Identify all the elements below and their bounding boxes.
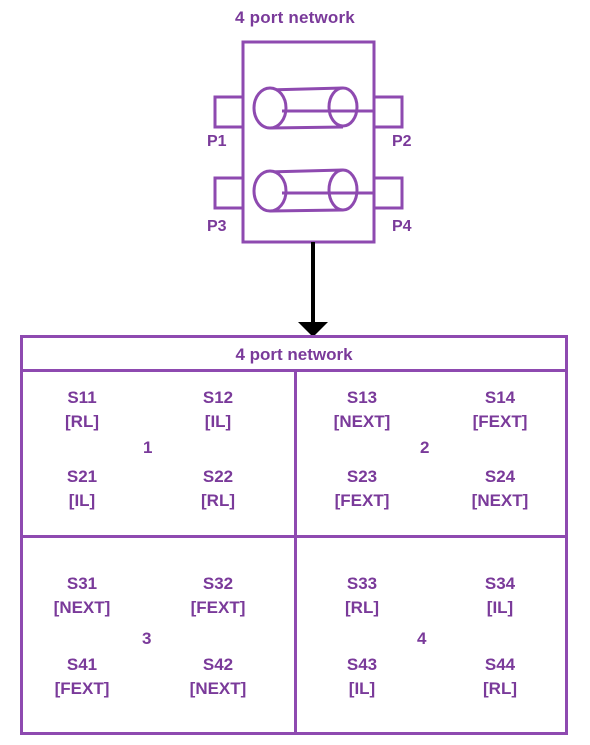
s-parameter-name: S21 bbox=[66, 467, 98, 486]
s-parameter-type: [NEXT] bbox=[53, 598, 111, 617]
s-parameter-name: S23 bbox=[346, 467, 378, 486]
s-parameter-type: [RL] bbox=[345, 598, 379, 617]
port-1-stub bbox=[213, 95, 245, 129]
port-label-p3: P3 bbox=[207, 218, 227, 235]
down-arrow-icon bbox=[298, 242, 328, 337]
s-parameter-name: S32 bbox=[202, 574, 234, 593]
s-parameter-type: [IL] bbox=[348, 679, 376, 698]
s-parameter-name: S33 bbox=[346, 574, 378, 593]
s-parameter-cell: S42 [NEXT] bbox=[163, 653, 273, 701]
quadrant-number: 3 bbox=[142, 629, 152, 648]
s-parameter-type: [NEXT] bbox=[471, 491, 529, 510]
quadrant-4: S33 [RL] S34 [IL] 4 S43 [IL] S44 [RL] bbox=[297, 538, 565, 732]
s-parameter-name: S24 bbox=[484, 467, 516, 486]
s-parameter-type: [IL] bbox=[68, 491, 96, 510]
s-parameter-cell: S21 [IL] bbox=[27, 465, 137, 513]
quadrant-2: S13 [NEXT] S14 [FEXT] 2 S23 [FEXT] S24 [… bbox=[297, 372, 565, 538]
upper-transmission-line-icon bbox=[252, 86, 374, 130]
s-parameter-type: [NEXT] bbox=[333, 412, 391, 431]
s-parameter-type: [IL] bbox=[204, 412, 232, 431]
s-parameter-type: [IL] bbox=[486, 598, 514, 617]
s-parameter-cell: S41 [FEXT] bbox=[27, 653, 137, 701]
quadrant-number: 2 bbox=[420, 438, 430, 457]
s-parameter-cell: S33 [RL] bbox=[307, 572, 417, 620]
s-parameter-cell: S13 [NEXT] bbox=[307, 386, 417, 434]
s-parameter-name: S22 bbox=[202, 467, 234, 486]
s-parameter-cell: S12 [IL] bbox=[163, 386, 273, 434]
quadrant-number: 4 bbox=[417, 629, 427, 648]
port-2-stub bbox=[372, 95, 404, 129]
s-parameter-cell: S14 [FEXT] bbox=[445, 386, 555, 434]
s-parameter-name: S11 bbox=[67, 388, 97, 407]
s-parameter-type: [FEXT] bbox=[334, 491, 390, 510]
s-parameter-cell: S22 [RL] bbox=[163, 465, 273, 513]
s-parameter-cell: S34 [IL] bbox=[445, 572, 555, 620]
s-parameter-name: S31 bbox=[66, 574, 98, 593]
s-parameter-cell: S24 [NEXT] bbox=[445, 465, 555, 513]
s-parameter-cell: S44 [RL] bbox=[445, 653, 555, 701]
s-parameter-name: S12 bbox=[202, 388, 234, 407]
network-block-diagram bbox=[213, 40, 404, 337]
s-parameter-name: S42 bbox=[202, 655, 234, 674]
s-parameter-type: [FEXT] bbox=[54, 679, 110, 698]
quadrant-number: 1 bbox=[143, 438, 153, 457]
port-3-stub bbox=[213, 176, 245, 210]
port-label-p4: P4 bbox=[392, 218, 412, 235]
s-parameter-name: S34 bbox=[484, 574, 516, 593]
quadrant-3: S31 [NEXT] S32 [FEXT] 3 S41 [FEXT] S42 [… bbox=[23, 538, 297, 732]
s-parameter-type: [RL] bbox=[483, 679, 517, 698]
s-parameter-cell: S11 [RL] bbox=[27, 386, 137, 434]
s-parameter-cell: S43 [IL] bbox=[307, 653, 417, 701]
s-parameter-name: S41 bbox=[66, 655, 98, 674]
matrix-title: 4 port network bbox=[23, 338, 565, 372]
s-parameter-type: [FEXT] bbox=[190, 598, 246, 617]
s-parameter-matrix: 4 port network S11 [RL] S12 [IL] 1 S21 [… bbox=[20, 335, 568, 735]
network-box bbox=[241, 40, 376, 244]
port-4-stub bbox=[372, 176, 404, 210]
s-parameter-cell: S23 [FEXT] bbox=[307, 465, 417, 513]
lower-transmission-line-icon bbox=[252, 168, 374, 213]
s-parameter-name: S44 bbox=[484, 655, 516, 674]
s-parameter-cell: S32 [FEXT] bbox=[163, 572, 273, 620]
quadrant-1: S11 [RL] S12 [IL] 1 S21 [IL] S22 [RL] bbox=[23, 372, 297, 538]
s-parameter-type: [RL] bbox=[201, 491, 235, 510]
s-parameter-type: [FEXT] bbox=[472, 412, 528, 431]
s-parameter-name: S43 bbox=[346, 655, 378, 674]
s-parameter-name: S13 bbox=[346, 388, 378, 407]
port-label-p2: P2 bbox=[392, 133, 412, 150]
s-parameter-type: [RL] bbox=[65, 412, 99, 431]
network-title: 4 port network bbox=[235, 8, 355, 27]
port-label-p1: P1 bbox=[207, 133, 227, 150]
s-parameter-cell: S31 [NEXT] bbox=[27, 572, 137, 620]
s-parameter-type: [NEXT] bbox=[189, 679, 247, 698]
s-parameter-name: S14 bbox=[484, 388, 516, 407]
